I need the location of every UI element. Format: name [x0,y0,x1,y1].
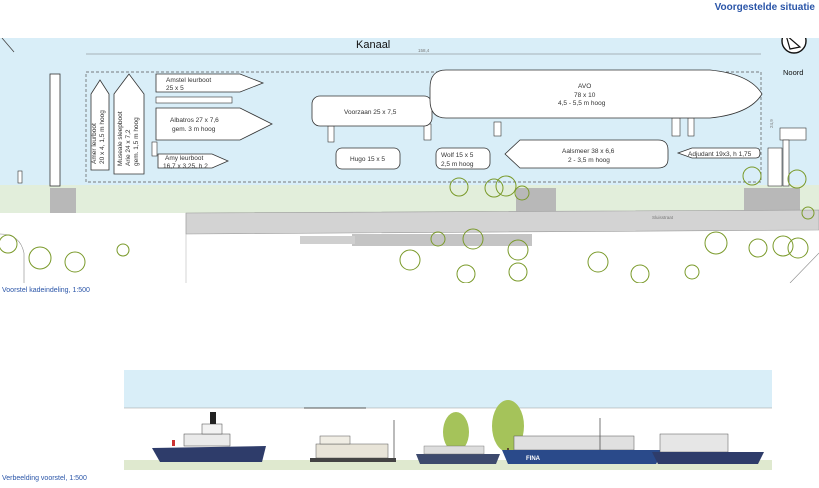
bollard [151,141,158,157]
quay-structure [767,147,783,187]
tree-icon [430,231,446,247]
boat-name: Amy leurboot [165,155,203,162]
trees [0,166,815,283]
bollard [17,170,23,184]
street-label: Sluisstraat [652,215,674,220]
tree-icon [484,178,504,198]
boat-amstel: Amstel leurboot 25 x 5 [155,73,265,93]
bollard [423,123,432,141]
tree-icon [772,235,794,257]
quay-block [516,188,556,213]
boat-size: 78 x 10 [574,92,596,99]
plan-caption: Voorstel kadeindeling, 1:500 [2,287,90,294]
bollard [493,121,502,137]
path-edge [789,252,819,283]
page-header: Voorgestelde situatie [714,2,815,13]
quay-block [50,188,76,213]
tree-icon [748,238,768,258]
boat-name: AVO [578,83,591,90]
quay-ground [124,460,772,470]
boat-size: Arie 24 x 7,2 [125,129,132,166]
tree-icon [514,185,530,201]
tree-icon [684,264,700,280]
path-edge [0,233,25,283]
boat-hugo: Hugo 15 x 5 [335,147,401,170]
quay-structure [782,139,790,187]
tree-icon [462,228,484,250]
tree-icon [508,262,528,282]
boat-size: 16,7 x 3,25, h 2 [163,163,208,170]
tree-icon [787,169,807,189]
building-block [352,234,532,246]
quay-strip [0,185,819,213]
elevation-view: FINA [124,370,772,470]
quay-edge [1,38,15,53]
site-plan: Sluisstraat 158,4 24,9 Kanaal Noord Amer… [0,38,819,283]
tree-icon [630,264,650,283]
tree-icon [742,166,762,186]
road [185,209,819,235]
boat-aalsmeer: Aalsmeer 38 x 6,6 2 - 3,5 m hoog [504,139,669,169]
tree-icon [704,231,728,255]
north-arrow-icon [781,38,807,54]
boat-height: 4,5 - 5,5 m hoog [558,100,606,107]
tree-icon [507,239,529,261]
tree-icon [801,206,815,220]
boat-name: Museale sleepboot [117,111,124,166]
boat-name: Adjudant 19x3, h 1,75 [688,151,752,158]
boat-houseboat [310,420,396,462]
tree-icon [787,237,809,259]
north-label: Noord [783,68,803,77]
boat-name: Aalsmeer 38 x 6,6 [562,148,615,155]
hull-name: FINA [526,456,541,462]
boat-size: 20 x 4, 1,5 m hoog [99,110,106,164]
boat-name: Albatros 27 x 7,6 [170,117,219,124]
boat-name: Hugo 15 x 5 [350,156,385,163]
boat-height: 2 - 3,5 m hoog [568,157,610,164]
sky [124,370,772,408]
boat-avo: AVO 78 x 10 4,5 - 5,5 m hoog [429,69,763,119]
boat-adjudant: Adjudant 19x3, h 1,75 [676,147,761,159]
bollard [687,117,695,137]
boat-avo-hull: FINA [502,418,664,464]
pontoon [155,96,233,104]
elevation-caption: Verbeelding voorstel, 1:500 [2,475,87,482]
tree-icon [449,177,469,197]
tree-icon [116,243,130,257]
boat-size: 25 x 5 [166,85,184,92]
boat-name: Wolf 15 x 5 [441,152,474,159]
boat-amer: Amer leurboot 20 x 4, 1,5 m hoog [90,79,110,171]
boat-name: Amstel leurboot [166,77,211,84]
boat-name: Voorzaan 25 x 7,5 [344,109,397,116]
building-block [300,236,355,244]
boat-right [652,433,764,464]
dimension-label: 158,4 [418,48,430,53]
boat-museale-sleepboot: Museale sleepboot Arie 24 x 7,2 gem. 1,5… [113,73,145,175]
tree-icon [399,249,421,271]
boat-albatros: Albatros 27 x 7,6 gem. 3 m hoog [155,107,273,141]
tree-icon [28,246,52,270]
canal-label: Kanaal [356,39,390,51]
tree-icon [587,251,609,273]
boat-voorzaan: Voorzaan 25 x 7,5 [311,95,433,127]
boat-amy: Amy leurboot 16,7 x 3,25, h 2 [157,153,229,170]
boat-name: Amer leurboot [91,123,98,164]
boat-barge-mid [416,445,500,464]
quay-block [744,188,800,213]
boat-wolf: Wolf 15 x 5 2,5 m hoog [435,147,491,170]
dimension-label: 24,9 [769,119,774,128]
tree-icon [0,234,18,254]
quay-structure [779,127,807,141]
boat-height: 2,5 m hoog [441,161,474,168]
boat-tugboat [152,412,266,462]
mooring-zone [85,71,762,183]
bollard [671,117,681,137]
tree-icon [456,264,476,283]
jetty [49,73,61,187]
boat-height: gem. 1,5 m hoog [133,117,140,166]
tree-icon [64,251,86,273]
boat-height: gem. 3 m hoog [172,126,216,133]
bollard [327,125,335,143]
tree-icon [495,175,517,197]
